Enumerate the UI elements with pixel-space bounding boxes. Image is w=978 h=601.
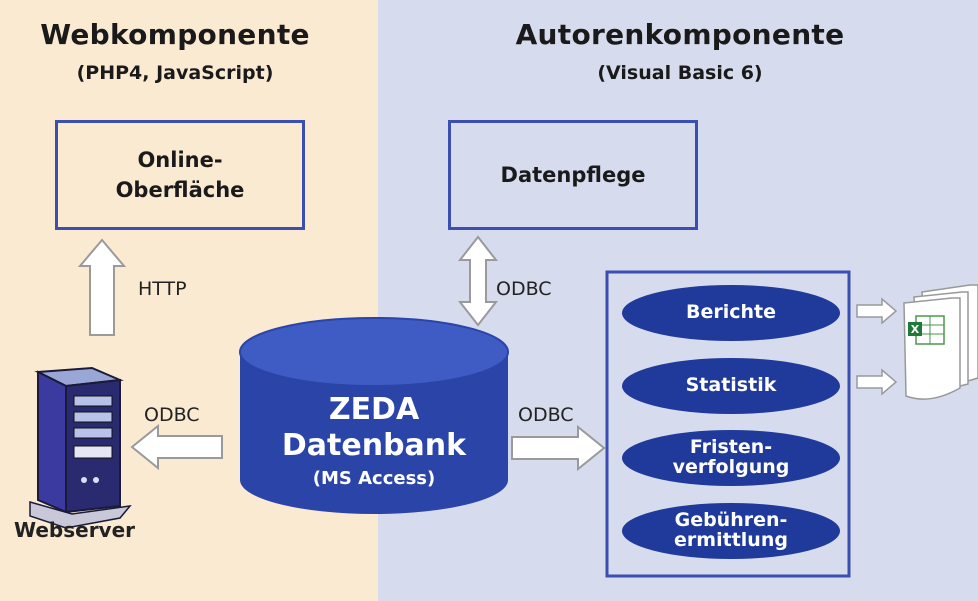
report-arrow-1 <box>856 297 898 325</box>
svg-text:X: X <box>911 323 920 336</box>
online-interface-line2: Oberfläche <box>115 178 245 202</box>
pill-fee-line2: ermittlung <box>674 529 788 551</box>
author-component-title: Autorenkomponente <box>515 18 845 51</box>
database-type-label: (MS Access) <box>312 468 436 489</box>
pill-fee-calculation: Gebühren- ermittlung <box>622 503 840 559</box>
database-name-line1: ZEDA <box>328 392 420 427</box>
pill-reports: Berichte <box>622 285 840 341</box>
odbc-vertical-double-arrow <box>457 235 499 327</box>
database-cylinder <box>239 317 509 514</box>
web-component-title: Webkomponente <box>40 18 310 51</box>
pill-statistics: Statistik <box>622 358 840 414</box>
excel-documents-icon: X <box>903 284 978 400</box>
data-maintenance-box: Datenpflege <box>448 120 698 230</box>
odbc-reports-label: ODBC <box>518 404 574 426</box>
http-label: HTTP <box>138 278 187 300</box>
pill-deadline-line1: Fristen- <box>689 436 773 459</box>
webserver-icon <box>29 366 132 529</box>
odbc-left-arrow <box>130 423 223 471</box>
data-maintenance-label: Datenpflege <box>500 162 646 187</box>
webserver-label: Webserver <box>14 518 136 542</box>
reports-frame <box>605 270 851 578</box>
web-component-subtitle: (PHP4, JavaScript) <box>76 62 274 84</box>
pill-statistics-label: Statistik <box>685 374 777 397</box>
pill-deadline-tracking: Fristen- verfolgung <box>622 430 840 486</box>
database-name-line2: Datenbank <box>281 428 467 463</box>
odbc-right-arrow <box>511 424 606 472</box>
pill-reports-label: Berichte <box>685 301 776 324</box>
odbc-datenpflege-label: ODBC <box>496 278 552 300</box>
odbc-webserver-label: ODBC <box>144 404 200 426</box>
report-arrow-2 <box>856 368 898 396</box>
author-component-subtitle: (Visual Basic 6) <box>597 62 763 84</box>
pill-deadline-line2: verfolgung <box>672 456 790 478</box>
online-interface-box: Online- Oberfläche <box>55 120 305 230</box>
http-arrow <box>77 238 127 336</box>
pill-fee-line1: Gebühren- <box>674 509 788 532</box>
online-interface-line1: Online- <box>137 147 223 172</box>
